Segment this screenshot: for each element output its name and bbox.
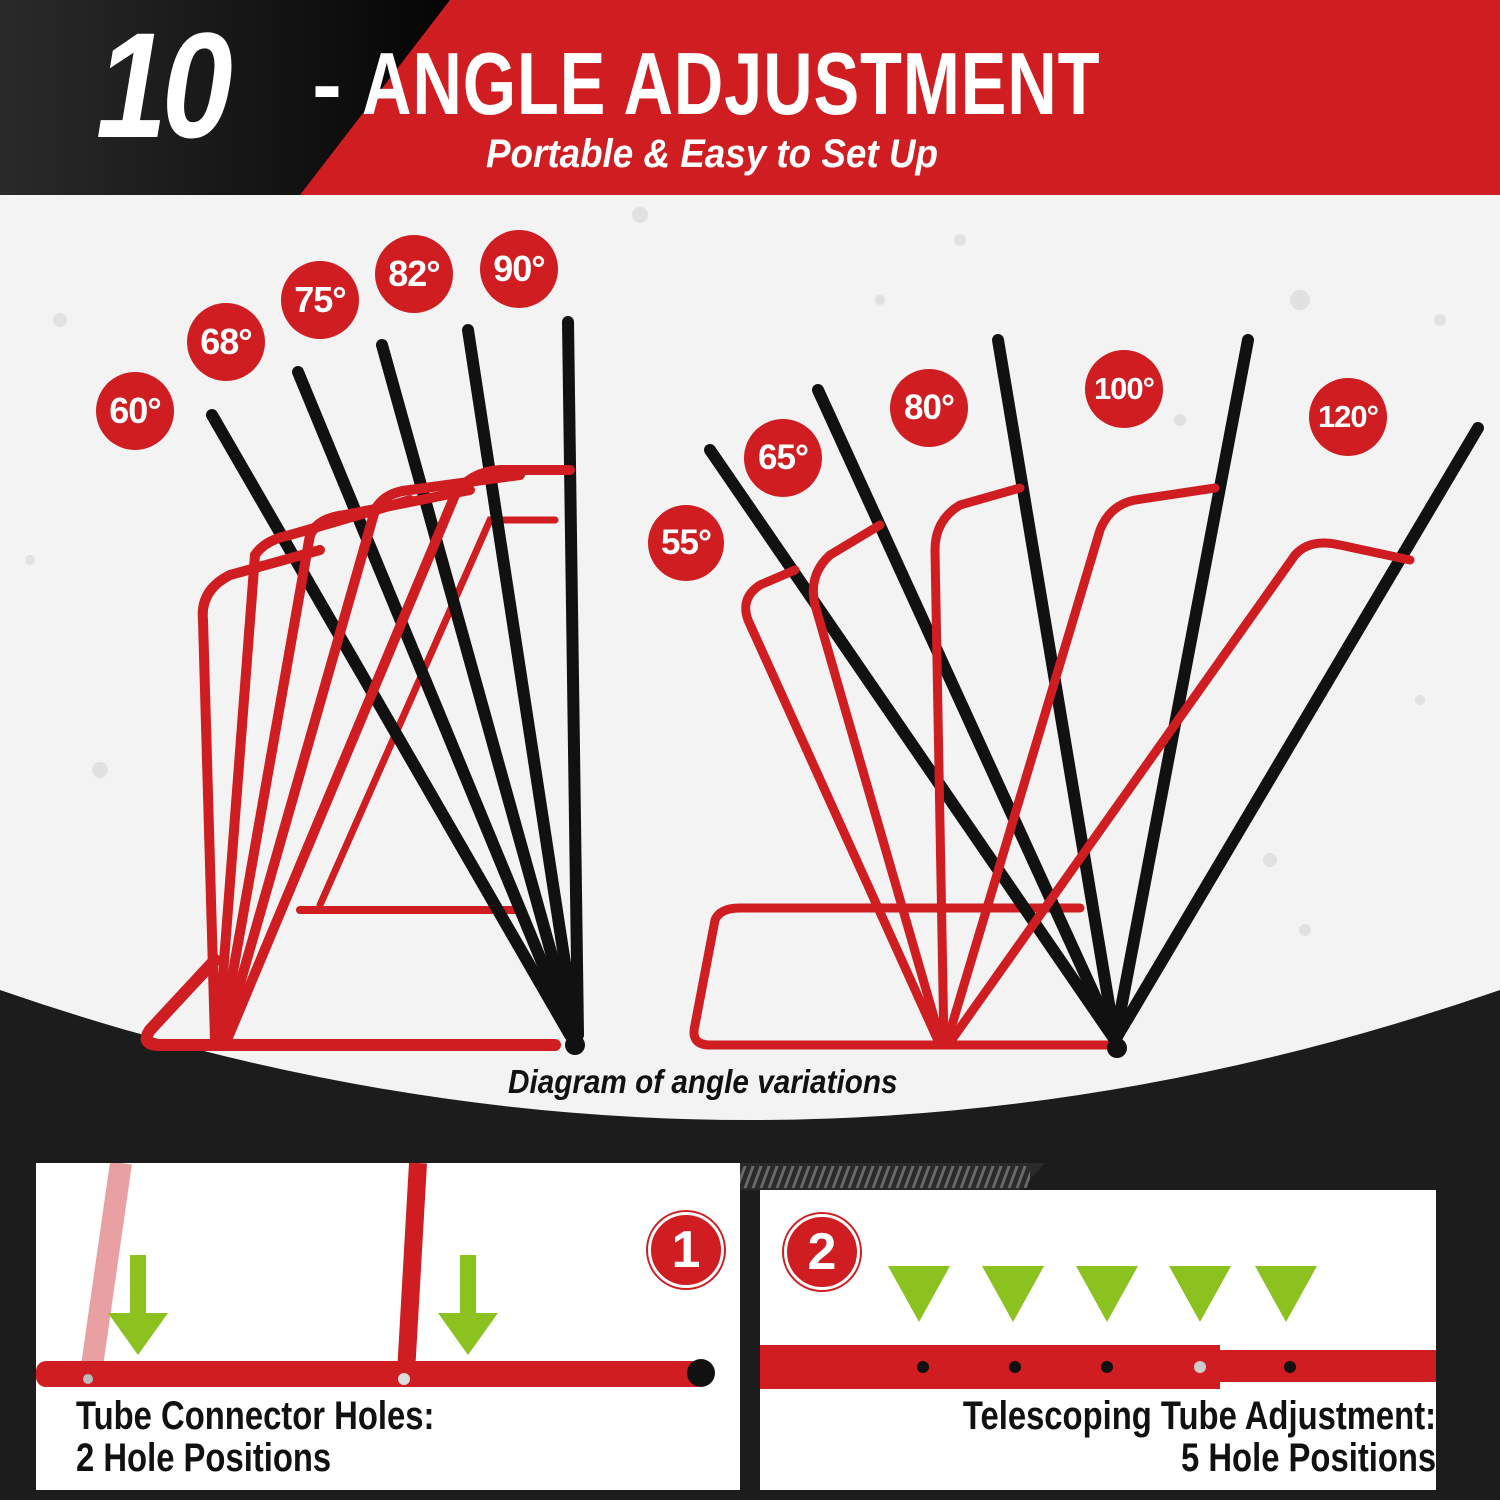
angle-badge-65: 65° [744, 419, 822, 497]
frame-angle-illustration [140, 316, 1484, 1058]
page-title: ANGLE ADJUSTMENT [362, 34, 1101, 133]
down-triangle-icons [888, 1266, 1317, 1322]
angle-badge-75: 75° [281, 261, 359, 339]
diagram-caption: Diagram of angle variations [508, 1063, 898, 1100]
step-number-badge: 1 [648, 1212, 724, 1288]
panel-1-detail: 2 Hole Positions [76, 1436, 332, 1480]
angle-badge-90: 90° [480, 230, 558, 308]
page-subtitle: Portable & Easy to Set Up [486, 132, 938, 176]
telescoping-tube-illustration [760, 1345, 1436, 1389]
angle-badge-120: 120° [1309, 378, 1387, 456]
step-number-badge: 2 [784, 1214, 860, 1290]
tube-connector-illustration [36, 1163, 715, 1387]
panel-2-title: Telescoping Tube Adjustment: [962, 1394, 1436, 1438]
panel-2-detail: 5 Hole Positions [1180, 1436, 1436, 1480]
angle-count: 10 [96, 1, 233, 169]
angle-badge-100: 100° [1085, 350, 1163, 428]
panel-telescoping-tube: 2 Telescoping Tube Adjustment: 5 Hole Po… [760, 1190, 1436, 1490]
angle-badge-68: 68° [187, 303, 265, 381]
angle-badge-82: 82° [375, 235, 453, 313]
title-dash: - [312, 35, 342, 135]
down-arrow-icon [108, 1255, 168, 1355]
panel-1-title: Tube Connector Holes: [76, 1394, 435, 1438]
angle-badge-60: 60° [96, 372, 174, 450]
angle-badge-55: 55° [648, 505, 724, 581]
panel-tube-connector: 1 Tube Connector Holes: 2 Hole Positions [36, 1163, 740, 1490]
angle-badge-80: 80° [890, 369, 968, 447]
down-arrow-icon [438, 1255, 498, 1355]
